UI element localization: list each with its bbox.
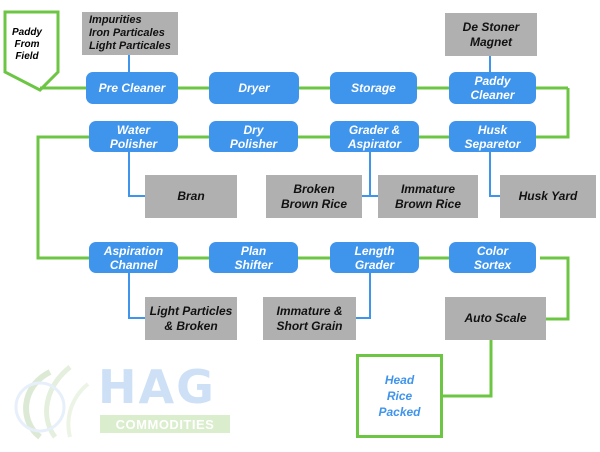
start-node-shape	[3, 10, 60, 92]
logo-subtitle: COMMODITIES	[100, 415, 230, 433]
branch-length-immature	[356, 273, 371, 319]
branch-waterpolisher-bran	[128, 152, 145, 197]
end-node-head-rice-packed: Head Rice Packed	[356, 354, 443, 438]
step-length-grader: Length Grader	[330, 242, 419, 273]
byproduct-destoner-magnet: De Stoner Magnet	[445, 13, 537, 56]
step-color-sortex: Color Sortex	[449, 242, 536, 273]
hag-logo-mark	[14, 365, 90, 440]
step-grader-aspirator: Grader & Aspirator	[330, 121, 419, 152]
byproduct-immature-short-grain: Immature & Short Grain	[263, 297, 356, 340]
step-aspiration-channel: Aspiration Channel	[89, 242, 178, 273]
step-storage: Storage	[330, 72, 417, 104]
byproduct-husk-yard: Husk Yard	[500, 175, 596, 218]
step-water-polisher: Water Polisher	[89, 121, 178, 152]
step-dry-polisher: Dry Polisher	[209, 121, 298, 152]
logo-wordmark: HAG	[98, 360, 216, 414]
flow-row2-to-row3	[36, 135, 150, 260]
step-paddy-cleaner: Paddy Cleaner	[449, 72, 536, 104]
byproduct-light-particles: Light Particles & Broken	[145, 297, 237, 340]
flow-autoscale-to-packed	[443, 340, 493, 398]
branch-aspiration-light	[128, 273, 145, 319]
start-node-label: Paddy From Field	[11, 27, 42, 62]
step-plan-shifter: Plan Shifter	[209, 242, 298, 273]
branch-grader-broken	[362, 152, 371, 197]
step-dryer: Dryer	[209, 72, 299, 104]
byproduct-immature-brown-rice: Immature Brown Rice	[378, 175, 478, 218]
byproduct-bran: Bran	[145, 175, 237, 218]
step-husk-separetor: Husk Separetor	[449, 121, 536, 152]
byproduct-broken-brown-rice: Broken Brown Rice	[266, 175, 362, 218]
byproduct-auto-scale: Auto Scale	[445, 297, 546, 340]
byproduct-impurities: Impurities Iron Particales Light Partica…	[82, 12, 178, 55]
branch-husk-huskyard	[489, 152, 500, 197]
step-pre-cleaner: Pre Cleaner	[86, 72, 178, 104]
flow-row3-to-autoscale	[540, 256, 570, 321]
